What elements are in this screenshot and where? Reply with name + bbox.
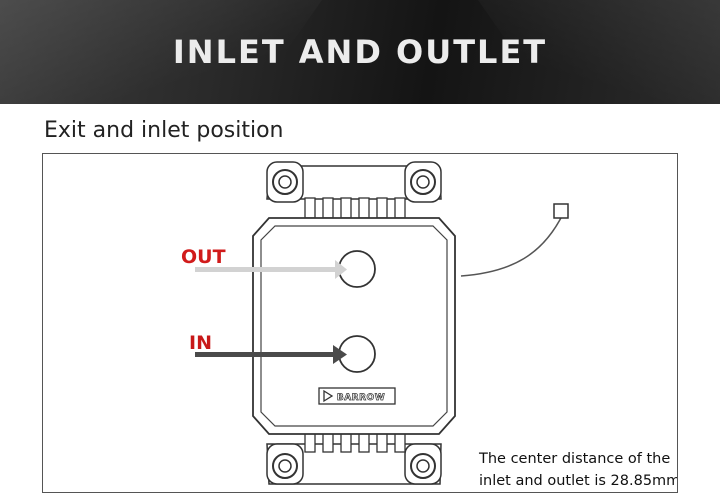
connector-icon — [553, 203, 569, 219]
screw-icon — [272, 453, 298, 479]
cable-line — [460, 213, 564, 277]
caption-line: inlet and outlet is 28.85mm — [479, 473, 678, 489]
svg-text:BARROW: BARROW — [337, 393, 385, 403]
outlet-label: OUT — [181, 246, 226, 268]
center-distance-caption: The center distance of the inlet and out… — [479, 448, 678, 492]
inlet-arrow — [195, 345, 347, 364]
barrow-logo: BARROW — [318, 387, 396, 405]
inlet-label: IN — [189, 332, 212, 354]
screw-icon — [272, 169, 298, 195]
screw-icon — [410, 453, 436, 479]
diagram-frame: BARROW OUT IN The center distance of the… — [42, 153, 678, 493]
section-heading: Exit and inlet position — [44, 118, 284, 143]
top-cooling-fins — [304, 197, 406, 219]
header-banner: INLET AND OUTLET — [0, 0, 720, 104]
caption-line: The center distance of the — [479, 451, 671, 467]
banner-title: INLET AND OUTLET — [172, 33, 548, 71]
waterblock-diagram: BARROW — [195, 161, 569, 485]
top-bracket — [266, 161, 442, 203]
outlet-arrow — [195, 260, 347, 279]
waterblock-inner-outline — [260, 225, 448, 427]
screw-icon — [410, 169, 436, 195]
